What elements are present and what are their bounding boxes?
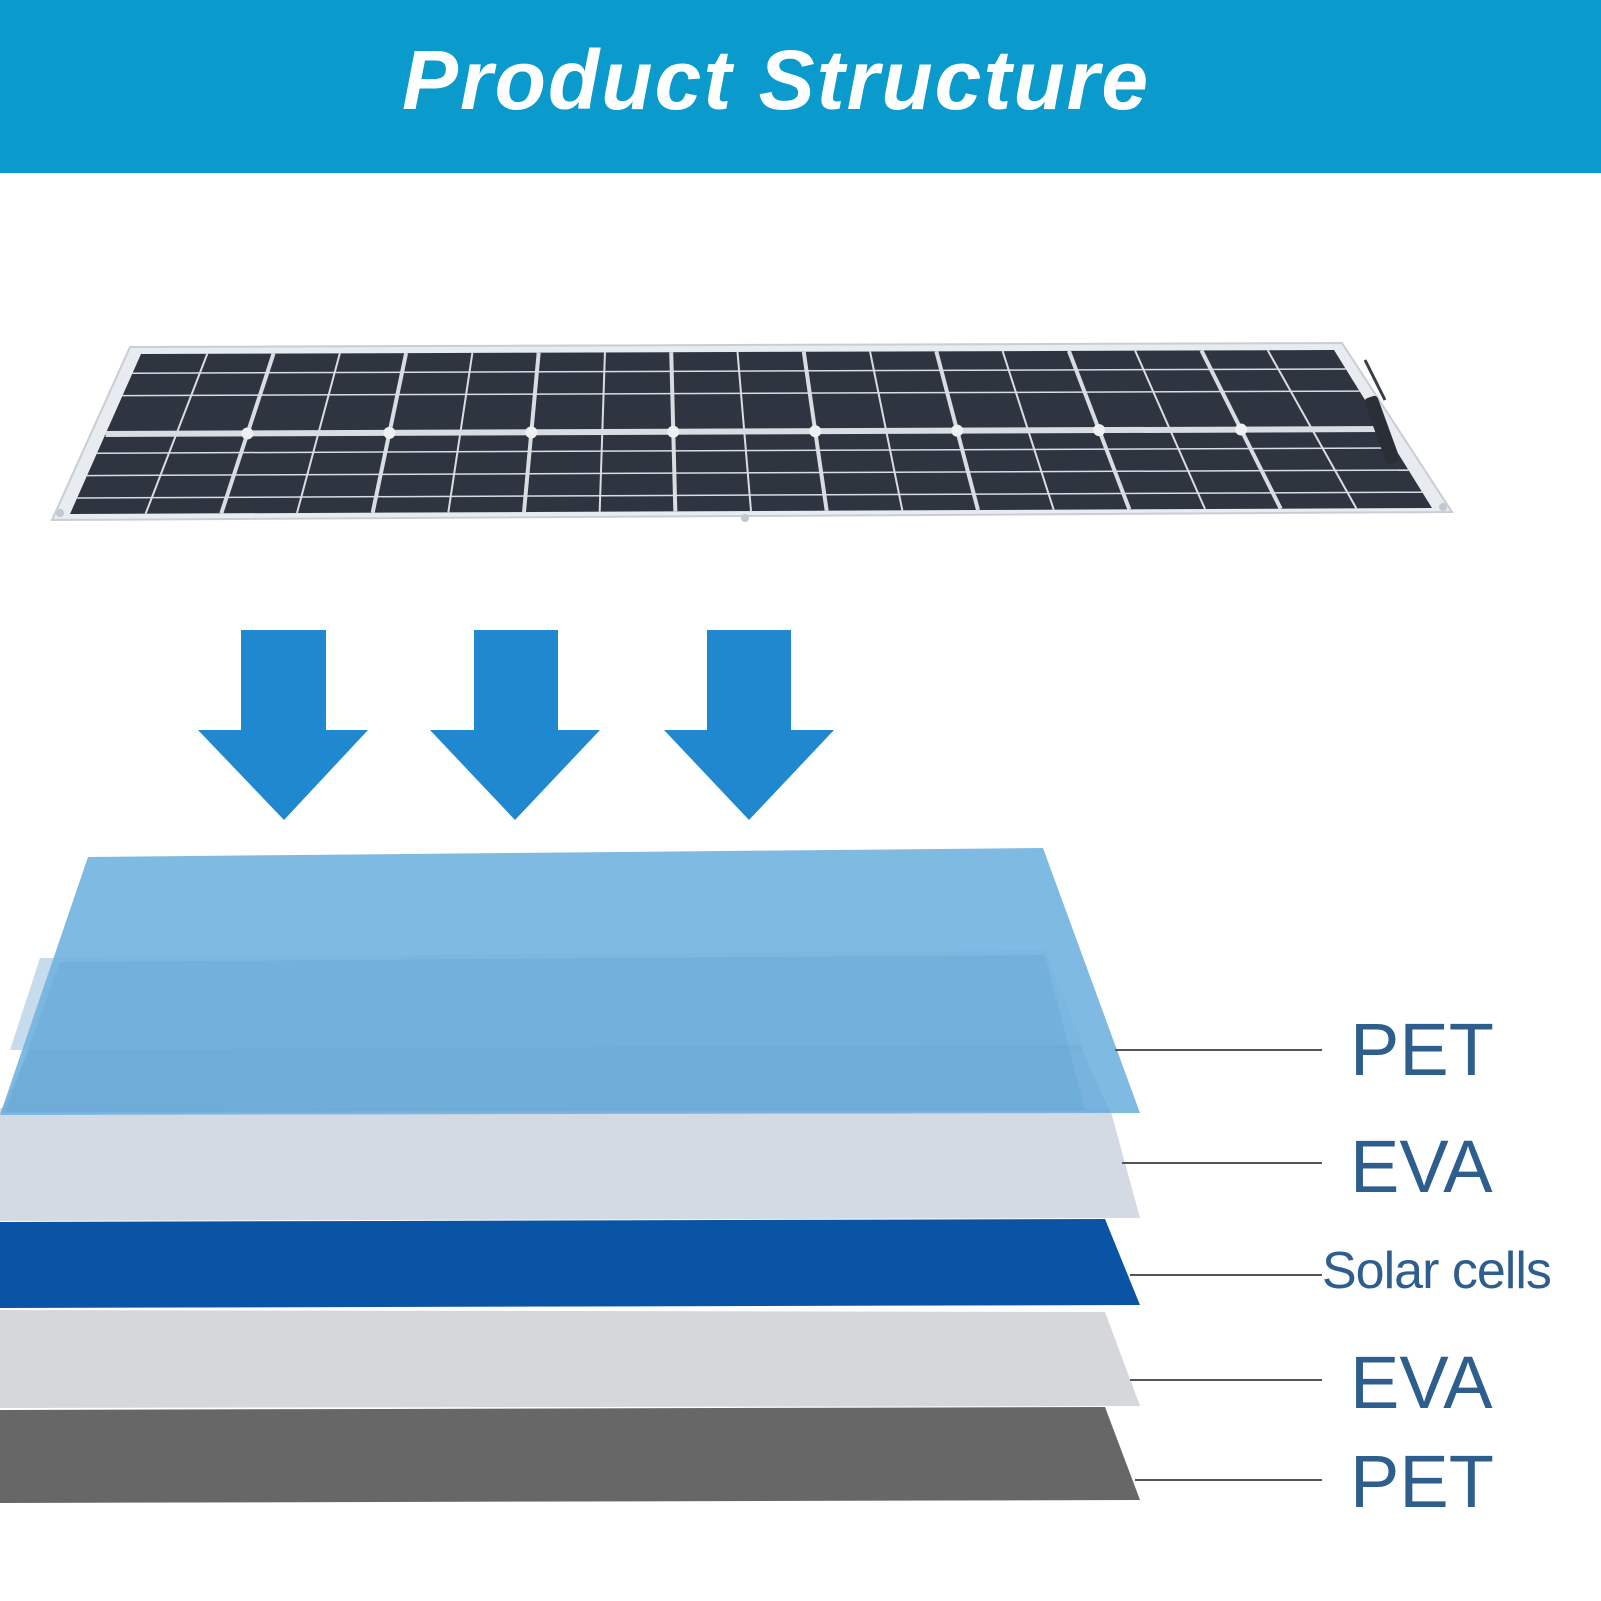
solar-panel [50,341,1454,522]
panel-busbar-dot [1093,424,1106,437]
panel-busbar-dot [1235,423,1248,436]
panel-busbar-dot [951,424,964,437]
mount-hole [741,514,749,522]
panel-busbar-dot [667,425,680,438]
arrow-down-icon [430,630,600,820]
layer-eva-top [0,1108,1140,1221]
header-bar [0,0,1601,173]
layer-pet-bottom [0,1407,1140,1503]
layer-eva-bottom [0,1310,1140,1408]
panel-busbar-dot [241,427,254,440]
layer-label-pet-bottom: PET [1350,1440,1494,1523]
layer-stack [0,848,1140,1503]
panel-grid-line [77,491,1423,499]
layer-label-solar-cells: Solar cells [1322,1242,1552,1300]
panel-busbar-dot [809,425,822,438]
layer-label-pet-top: PET [1350,1008,1494,1091]
page-title: Product Structure [401,33,1151,127]
mount-hole [56,509,64,517]
leader-lines [1115,1049,1322,1481]
layer-label-eva-bottom: EVA [1350,1341,1493,1424]
panel-busbar-dot [525,426,538,439]
layer-pet-top [0,848,1140,1115]
layer-pet-top-inner-2 [0,1045,1110,1113]
arrow-down-icon [664,630,834,820]
panel-grid-line [96,447,1395,454]
panel-grid-line [105,426,1384,437]
panel-grid-line [122,390,1360,397]
arrow-down-icon [198,630,368,820]
arrows-group [198,630,834,820]
panel-cell-grid [77,349,1423,515]
panel-grid-line [132,368,1346,374]
panel-grid-line [87,469,1409,477]
junction-box [1363,359,1400,465]
layer-pet-top-inner-1 [5,955,1085,1112]
panel-busbar-dot [383,426,396,439]
layer-label-eva-top: EVA [1350,1125,1493,1208]
mount-hole [1439,503,1447,511]
layer-solar-cells [0,1219,1140,1308]
